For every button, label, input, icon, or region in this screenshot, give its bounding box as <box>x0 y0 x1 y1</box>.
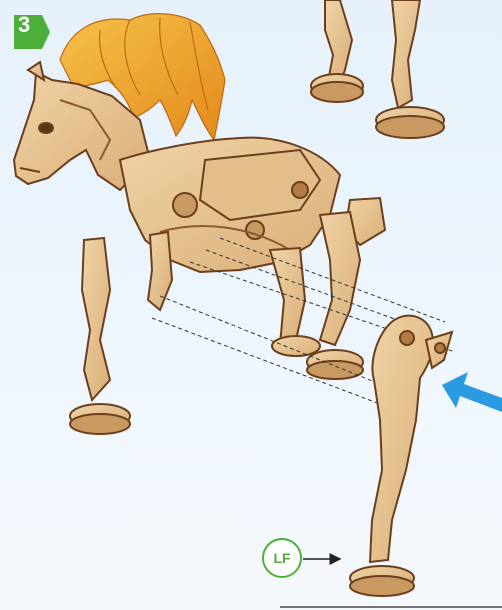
assembly-arrow-icon <box>442 372 502 412</box>
step-number: 3 <box>18 14 30 36</box>
detached-leg-lf <box>350 316 452 596</box>
leg-callout: LF <box>262 538 302 578</box>
upper-legs-partial <box>311 0 444 138</box>
middle-leg <box>148 232 172 310</box>
leg-callout-label: LF <box>273 550 290 566</box>
front-leg-attached <box>70 238 130 434</box>
